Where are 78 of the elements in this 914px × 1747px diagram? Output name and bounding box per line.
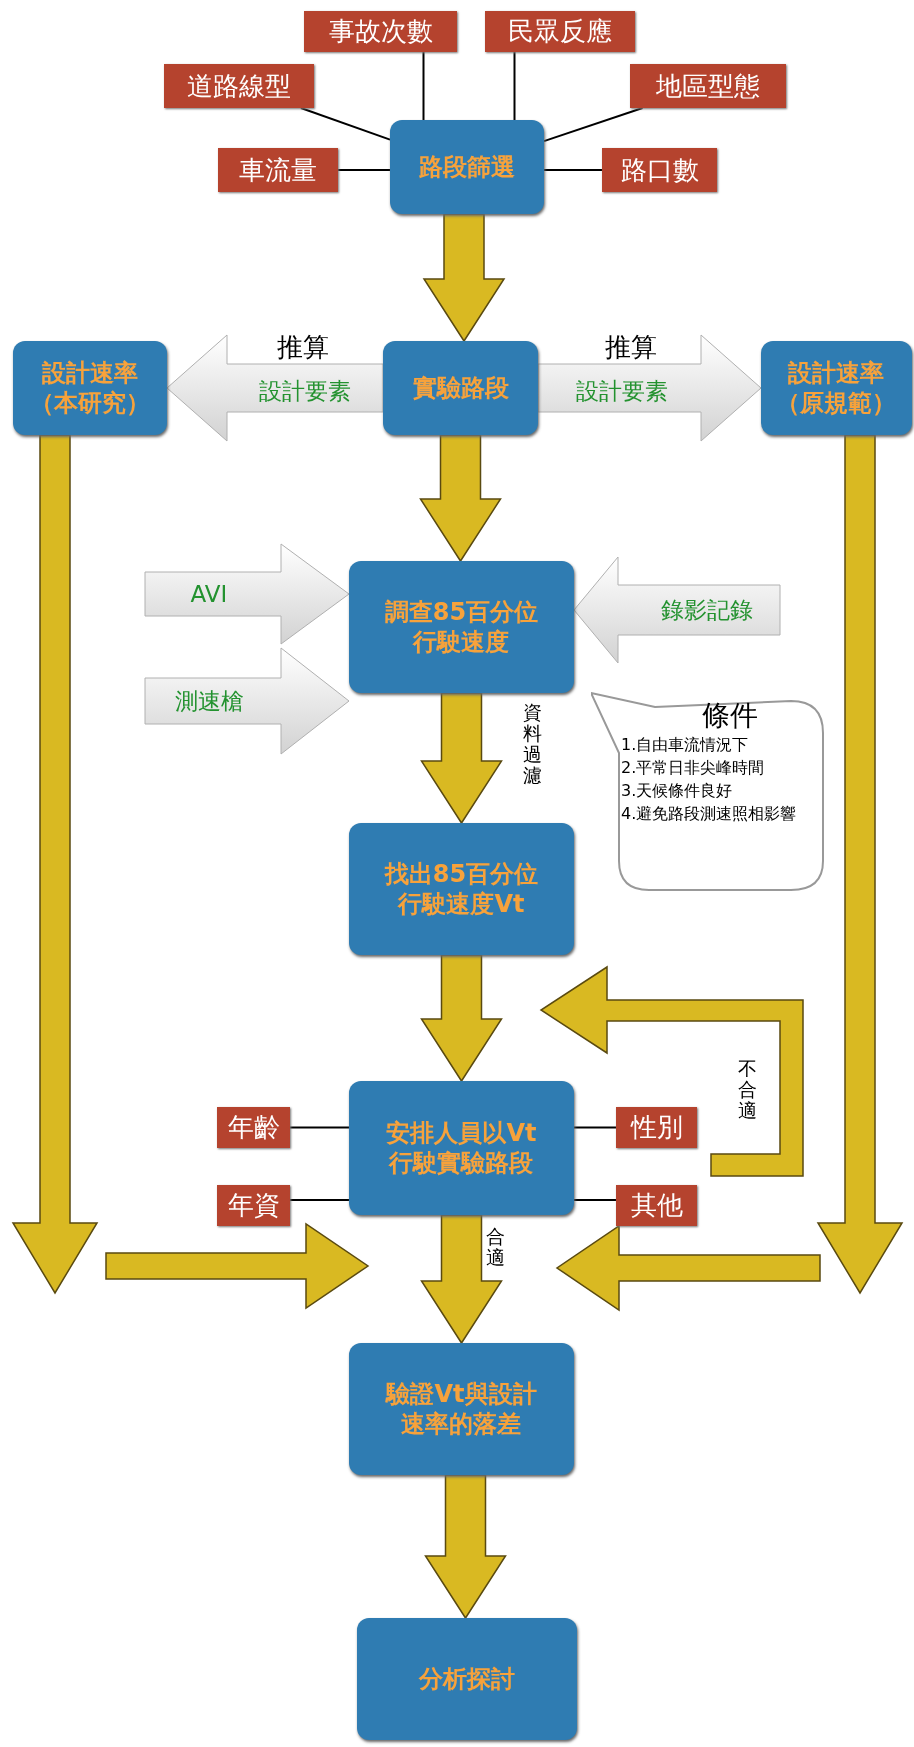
connector-line bbox=[289, 1126, 350, 1129]
connector-line bbox=[422, 51, 425, 121]
edge-label: 錄影記錄 bbox=[661, 595, 753, 625]
criterion-box bbox=[616, 1107, 697, 1148]
box-label: 驗證Vt與設計速率的落差 bbox=[384, 1379, 538, 1439]
callout-heading: 條件 bbox=[702, 699, 758, 733]
flow-arrow bbox=[420, 1214, 503, 1345]
criterion-box bbox=[164, 64, 314, 108]
process-box bbox=[357, 1618, 577, 1740]
box-label: 路段篩選 bbox=[418, 152, 516, 182]
criterion-box bbox=[217, 1185, 290, 1226]
input-arrow bbox=[144, 543, 350, 645]
criterion-box bbox=[630, 64, 786, 108]
box-label: 事故次數 bbox=[328, 15, 433, 48]
box-label: 道路線型 bbox=[187, 69, 291, 103]
flow-arrow bbox=[422, 213, 506, 343]
box-label: 調查85百分位行駛速度 bbox=[383, 597, 540, 657]
box-label: 性別 bbox=[630, 1111, 683, 1144]
flow-arrow bbox=[555, 434, 904, 1312]
box-label: 路口數 bbox=[620, 153, 699, 187]
box-label: 設計速率（本研究） bbox=[29, 358, 151, 418]
connector-line bbox=[543, 107, 644, 143]
process-box bbox=[349, 1343, 574, 1475]
condition-item: 1.自由車流情況下 bbox=[621, 733, 749, 756]
connector-line bbox=[337, 169, 391, 171]
condition-item: 3.天候條件良好 bbox=[621, 779, 733, 802]
edge-label: 不合適 bbox=[738, 1058, 757, 1121]
flow-arrow bbox=[420, 692, 503, 825]
box-label: 分析探討 bbox=[417, 1664, 516, 1694]
feedback-arrow bbox=[539, 965, 804, 1177]
box-label: 地區型態 bbox=[656, 69, 760, 103]
connector-line bbox=[289, 1199, 350, 1201]
condition-item: 4.避免路段測速照相影響 bbox=[621, 803, 797, 826]
criterion-box bbox=[485, 11, 635, 52]
process-box bbox=[349, 823, 574, 955]
box-label: 找出85百分位行駛速度Vt bbox=[383, 859, 540, 919]
edge-label: 資料過濾 bbox=[523, 702, 542, 786]
annotation-text: 推算 bbox=[605, 330, 657, 364]
condition-item: 2.平常日非尖峰時間 bbox=[621, 756, 765, 779]
edge-label: 設計要素 bbox=[259, 376, 351, 406]
process-box bbox=[13, 341, 167, 435]
connector-line bbox=[513, 51, 516, 121]
callout-bubble bbox=[591, 691, 825, 892]
edge-label: 合適 bbox=[486, 1226, 505, 1268]
connector-line bbox=[299, 107, 391, 141]
process-box bbox=[383, 341, 538, 435]
box-label: 車流量 bbox=[239, 153, 317, 187]
input-arrow bbox=[166, 334, 384, 442]
box-label: 設計速率（原規範） bbox=[775, 358, 898, 418]
box-label: 年齡 bbox=[227, 1111, 280, 1144]
process-box bbox=[349, 561, 574, 693]
connector-line bbox=[573, 1199, 617, 1201]
flow-arrow bbox=[424, 1474, 507, 1620]
box-label: 安排人員以Vt行駛實驗路段 bbox=[385, 1118, 538, 1178]
flow-arrow bbox=[420, 954, 503, 1083]
edge-label: 測速槍 bbox=[174, 686, 244, 716]
input-arrow bbox=[573, 556, 781, 664]
connector-line bbox=[543, 169, 603, 171]
box-label: 其他 bbox=[630, 1189, 683, 1222]
process-box bbox=[761, 341, 912, 435]
flow-arrow bbox=[11, 434, 370, 1310]
box-label: 民眾反應 bbox=[508, 15, 612, 48]
edge-label: AVI bbox=[190, 581, 228, 607]
annotation-text: 推算 bbox=[277, 330, 329, 364]
criterion-box bbox=[304, 11, 457, 52]
edge-label: 設計要素 bbox=[576, 376, 668, 406]
connector-line bbox=[573, 1126, 617, 1129]
input-arrow bbox=[144, 647, 350, 755]
process-box bbox=[349, 1081, 574, 1215]
input-arrow bbox=[537, 334, 762, 442]
criterion-box bbox=[616, 1185, 697, 1226]
criterion-box bbox=[218, 148, 338, 192]
process-box bbox=[390, 120, 544, 214]
criterion-box bbox=[602, 148, 717, 192]
flow-arrow bbox=[419, 434, 502, 563]
box-label: 年資 bbox=[227, 1189, 280, 1222]
box-label: 實驗路段 bbox=[411, 373, 510, 403]
criterion-box bbox=[217, 1107, 290, 1148]
